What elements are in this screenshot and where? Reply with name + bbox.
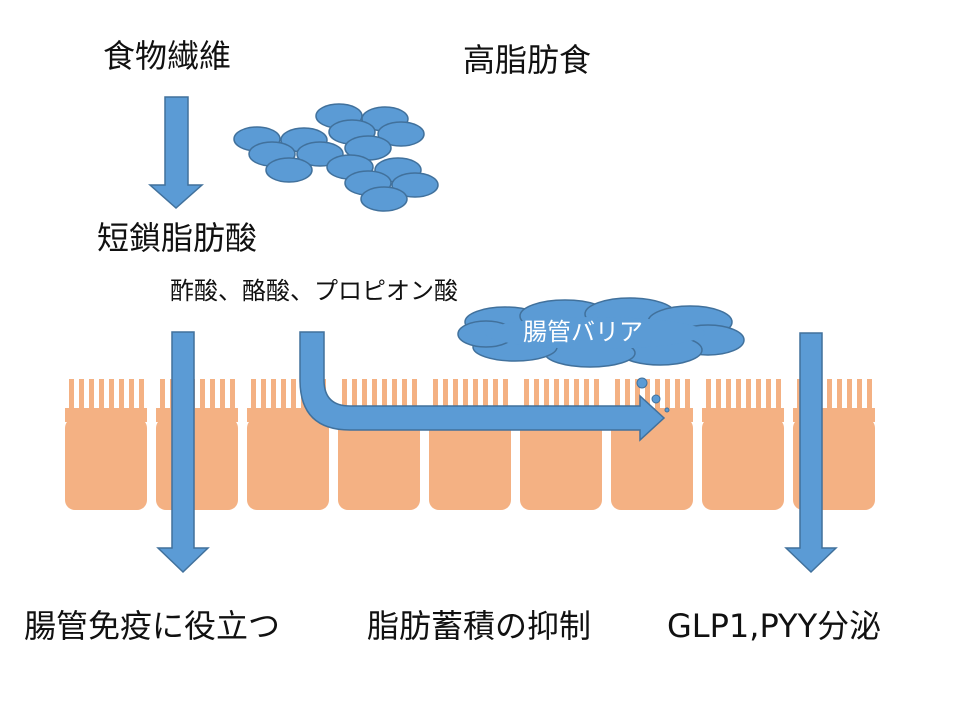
epithelial-cell xyxy=(520,418,602,510)
microvillus xyxy=(69,379,74,413)
microvillus xyxy=(89,379,94,413)
immunity-outcome: 腸管免疫に役立つ xyxy=(24,607,281,645)
microvillus xyxy=(574,379,579,413)
microvillus xyxy=(473,379,478,413)
microvillus xyxy=(362,379,367,413)
epithelial-cell xyxy=(156,418,238,510)
microvillus xyxy=(625,379,630,413)
microvillus xyxy=(79,379,84,413)
microvillus xyxy=(675,379,680,413)
microvillus xyxy=(584,379,589,413)
bubble-2 xyxy=(651,394,661,404)
microvillus xyxy=(827,379,832,413)
microvillus xyxy=(230,379,235,413)
fat-globule xyxy=(360,186,408,212)
epithelial-cell xyxy=(338,418,420,510)
fat-globule xyxy=(265,157,313,183)
microvillus xyxy=(766,379,771,413)
cell-apical-band xyxy=(65,408,147,422)
microvillus xyxy=(564,379,569,413)
microvillus xyxy=(342,379,347,413)
barrier-label: 腸管バリア xyxy=(523,318,643,346)
fat-globule xyxy=(377,121,425,147)
microvillus xyxy=(736,379,741,413)
microvillus xyxy=(554,379,559,413)
microvillus xyxy=(635,379,640,413)
microvillus xyxy=(463,379,468,413)
microvillus xyxy=(776,379,781,413)
microvillus xyxy=(594,379,599,413)
microvillus xyxy=(392,379,397,413)
microvillus xyxy=(372,379,377,413)
epithelial-cell xyxy=(611,418,693,510)
bubble-3 xyxy=(664,407,670,413)
microvillus xyxy=(746,379,751,413)
microvillus xyxy=(847,379,852,413)
microvillus xyxy=(837,379,842,413)
microvillus xyxy=(756,379,761,413)
barrier-bent-arrow xyxy=(299,331,666,442)
cell-apical-band xyxy=(156,408,238,422)
bubble-1 xyxy=(636,377,648,389)
microvillus xyxy=(109,379,114,413)
microvillus xyxy=(433,379,438,413)
immunity-arrow xyxy=(156,331,210,574)
epithelial-cell xyxy=(429,418,511,510)
epithelial-cell xyxy=(702,418,784,510)
fat-globule xyxy=(391,172,439,198)
hormone-outcome: GLP1,PYY分泌 xyxy=(667,607,882,645)
microvillus xyxy=(524,379,529,413)
microvillus xyxy=(726,379,731,413)
microvillus xyxy=(544,379,549,413)
microvillus xyxy=(402,379,407,413)
microvillus xyxy=(503,379,508,413)
microvillus xyxy=(210,379,215,413)
microvillus xyxy=(867,379,872,413)
microvillus xyxy=(139,379,144,413)
fiber-label: 食物繊維 xyxy=(103,37,232,75)
microvillus xyxy=(685,379,690,413)
microvillus xyxy=(716,379,721,413)
microvillus xyxy=(220,379,225,413)
microvillus xyxy=(291,379,296,413)
microvillus xyxy=(483,379,488,413)
microvillus xyxy=(99,379,104,413)
microvillus xyxy=(160,379,165,413)
cell-apical-band xyxy=(702,408,784,422)
microvillus xyxy=(493,379,498,413)
epithelial-cell xyxy=(65,418,147,510)
microvillus xyxy=(271,379,276,413)
microvillus xyxy=(665,379,670,413)
scfa-examples: 酢酸、酪酸、プロピオン酸 xyxy=(170,277,458,305)
barrier-cloud xyxy=(457,297,745,368)
microvillus xyxy=(119,379,124,413)
microvillus xyxy=(261,379,266,413)
highfat-label: 高脂肪食 xyxy=(463,41,592,79)
microvillus xyxy=(129,379,134,413)
microvillus xyxy=(200,379,205,413)
microvillus xyxy=(412,379,417,413)
fat-globules xyxy=(233,103,439,212)
hormone-arrow xyxy=(784,332,838,574)
epithelial-cell xyxy=(247,418,329,510)
microvillus xyxy=(281,379,286,413)
microvillus xyxy=(453,379,458,413)
microvillus xyxy=(382,379,387,413)
fat-suppression-outcome: 脂肪蓄積の抑制 xyxy=(367,607,592,645)
microvillus xyxy=(857,379,862,413)
microvillus xyxy=(534,379,539,413)
microvillus xyxy=(645,379,650,413)
microvillus xyxy=(352,379,357,413)
microvillus xyxy=(706,379,711,413)
microvillus xyxy=(443,379,448,413)
microvillus xyxy=(251,379,256,413)
microvillus xyxy=(615,379,620,413)
scfa-title: 短鎖脂肪酸 xyxy=(97,219,258,257)
fiber-to-scfa-arrow xyxy=(148,96,204,210)
